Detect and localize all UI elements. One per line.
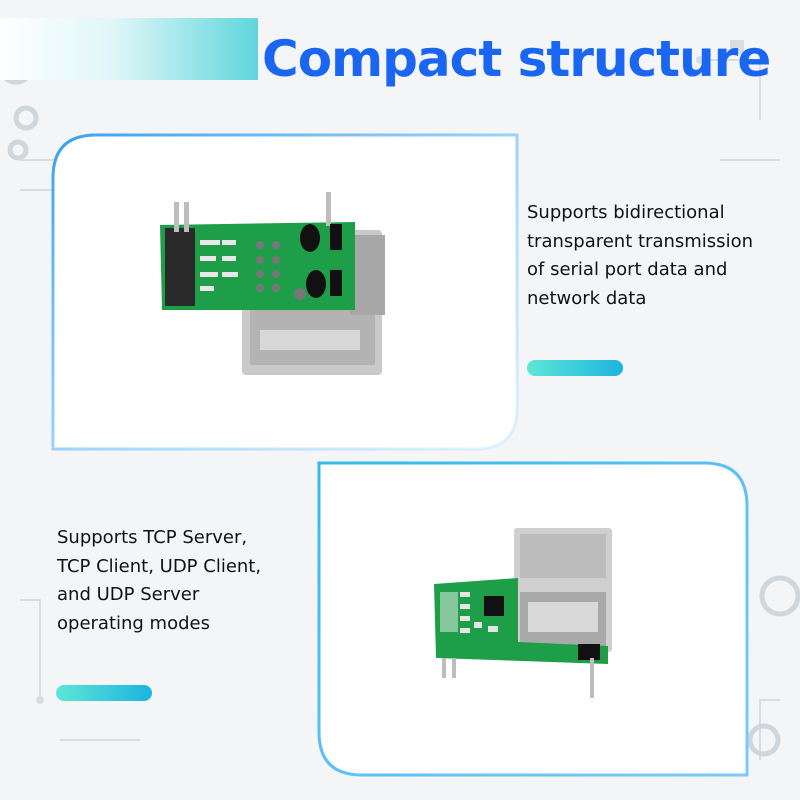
feature-description-2: Supports TCP Server, TCP Client, UDP Cli… <box>57 524 307 638</box>
module-image-top <box>160 192 385 375</box>
feature-description-1: Supports bidirectional transparent trans… <box>527 199 787 313</box>
feature-line: and UDP Server <box>57 584 200 605</box>
feature-line: transparent transmission <box>527 230 753 252</box>
feature-line: operating modes <box>57 612 210 634</box>
title-accent-band <box>0 18 258 80</box>
feature-line: Supports bidirectional <box>527 202 725 223</box>
module-image-bottom <box>434 528 612 698</box>
feature-line: of serial port data and <box>527 259 728 280</box>
page-title: Compact structure <box>262 30 771 88</box>
feature-line: TCP Client, UDP Client, <box>57 555 262 577</box>
feature-line: Supports TCP Server, <box>57 527 248 548</box>
feature-line: network data <box>527 287 647 309</box>
accent-pill <box>527 360 623 376</box>
accent-pill <box>56 685 152 701</box>
